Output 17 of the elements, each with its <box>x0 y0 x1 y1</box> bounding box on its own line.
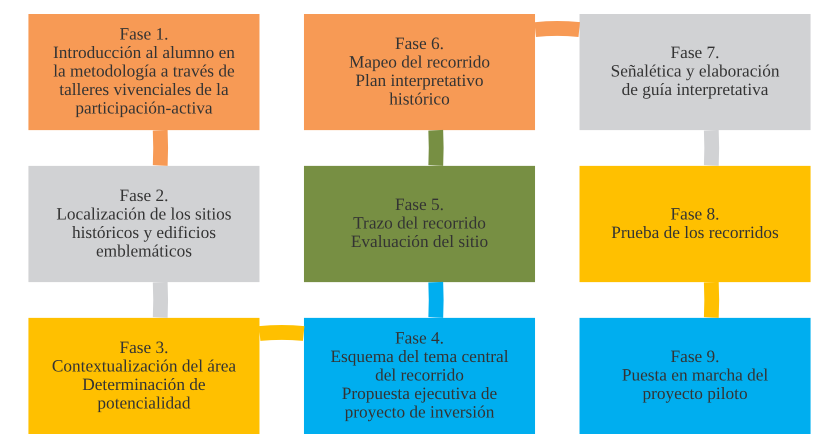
connector <box>704 281 720 318</box>
node-box: Fase 2. Localización de los sitios históricos y edificios emblemáticos <box>28 165 260 282</box>
node-box: Fase 9. Puesta en marcha del proyecto piloto <box>580 317 811 434</box>
node-box: Fase 1. Introducción al alumno en la metodología a través de talleres vivenciales de la participación-activa <box>28 13 260 130</box>
connector <box>428 129 444 166</box>
connector <box>258 324 304 340</box>
node-box: Fase 5. Trazo del recorrido Evaluación del sitio <box>304 165 536 282</box>
node-box: Fase 6. Mapeo del recorrido Plan interpretativo histórico <box>304 13 536 130</box>
connector <box>704 129 720 166</box>
connector <box>152 129 168 166</box>
connector <box>534 20 580 36</box>
connector <box>152 281 168 318</box>
node-box: Fase 3. Contextualización del área Determinación de potencialidad <box>28 317 260 434</box>
node-box: Fase 4. Esquema del tema central del recorrido Propuesta ejecutiva de proyecto de inversión <box>304 317 536 434</box>
node-box: Fase 8. Prueba de los recorridos <box>580 165 811 282</box>
node-box: Fase 7. Señalética y elaboración de guía interpretativa <box>580 13 811 130</box>
connector <box>428 281 444 318</box>
